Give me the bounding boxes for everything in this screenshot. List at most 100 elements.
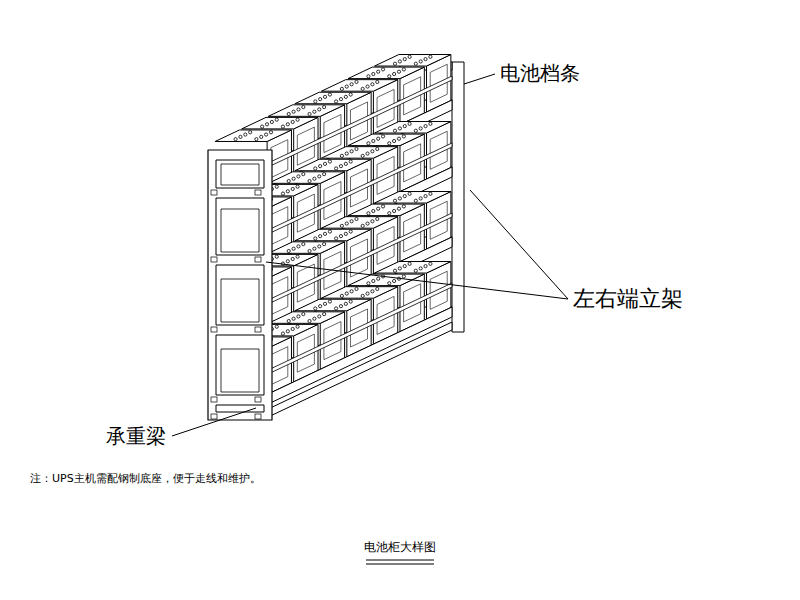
- battery-terminal: [345, 222, 348, 225]
- battery-terminal: [339, 165, 342, 168]
- battery-terminal: [393, 129, 396, 132]
- battery-terminal: [297, 175, 300, 178]
- battery-terminal: [308, 112, 311, 115]
- battery-terminal: [398, 60, 401, 63]
- battery-terminal: [414, 62, 417, 65]
- battery-terminal: [349, 160, 352, 163]
- battery-terminal: [388, 212, 391, 215]
- part-label: 左右端立架: [573, 286, 683, 312]
- battery-terminal: [377, 137, 380, 140]
- battery-terminal: [318, 108, 321, 111]
- battery-terminal: [402, 205, 405, 208]
- battery-terminal: [398, 127, 401, 130]
- battery-terminal: [381, 135, 384, 138]
- right-end-frame: [452, 62, 464, 332]
- left-end-frame: [208, 150, 272, 420]
- battery-terminal: [244, 133, 247, 136]
- battery-top: [295, 299, 371, 311]
- battery-terminal: [323, 95, 326, 98]
- battery-terminal: [340, 224, 343, 227]
- battery-terminal: [296, 255, 299, 258]
- battery-terminal: [319, 98, 322, 101]
- battery-rack: [208, 55, 464, 420]
- battery-terminal: [287, 112, 290, 115]
- battery-end: [221, 209, 259, 252]
- battery-terminal: [314, 167, 317, 170]
- battery-terminal: [424, 265, 427, 268]
- part-label: 承重梁: [106, 424, 166, 448]
- battery-top: [215, 130, 291, 142]
- battery-terminal: [286, 190, 289, 193]
- battery-terminal: [429, 262, 432, 265]
- frame-bolt: [211, 327, 217, 332]
- battery-terminal: [275, 255, 278, 258]
- battery-terminal: [414, 129, 417, 132]
- battery-terminal: [355, 147, 358, 150]
- battery-terminal: [249, 131, 252, 134]
- battery-terminal: [344, 95, 347, 98]
- battery-terminal: [275, 325, 278, 328]
- battery-terminal: [381, 205, 384, 208]
- battery-terminal: [292, 317, 295, 320]
- battery-terminal: [429, 122, 432, 125]
- leader-line: [464, 74, 495, 84]
- leader-line: [266, 262, 568, 299]
- part-label: 电池档条: [500, 61, 580, 85]
- battery-terminal: [318, 315, 321, 318]
- battery-terminal: [408, 55, 411, 58]
- battery-top: [321, 147, 397, 159]
- battery-terminal: [328, 93, 331, 96]
- battery-top: [268, 105, 344, 117]
- battery-terminal: [275, 185, 278, 188]
- battery-terminal: [371, 220, 374, 223]
- battery-terminal: [355, 80, 358, 83]
- battery-terminal: [361, 154, 364, 157]
- caption-underline: [366, 560, 434, 564]
- battery-top: [268, 242, 344, 254]
- battery-terminal: [393, 139, 396, 142]
- battery-terminal: [388, 142, 391, 145]
- battery-terminal: [328, 230, 331, 233]
- battery-terminal: [281, 125, 284, 128]
- battery-terminal: [377, 70, 380, 73]
- battery-terminal: [344, 162, 347, 165]
- note-text: 注：UPS主机需配钢制底座，便于走线和维护。: [30, 472, 261, 485]
- battery-terminal: [323, 162, 326, 165]
- frame-bolt: [211, 190, 217, 195]
- leader-line: [470, 190, 568, 299]
- battery-terminal: [393, 279, 396, 282]
- battery-top: [295, 92, 371, 104]
- battery-top: [321, 80, 397, 92]
- battery-terminal: [402, 135, 405, 138]
- battery-terminal: [323, 173, 326, 176]
- battery-terminal: [403, 58, 406, 61]
- battery-terminal: [424, 125, 427, 128]
- battery-top: [375, 262, 451, 274]
- battery-terminal: [414, 269, 417, 272]
- battery-terminal: [308, 179, 311, 182]
- battery-terminal: [292, 247, 295, 250]
- battery-terminal: [319, 305, 322, 308]
- frame-opening: [216, 198, 264, 255]
- battery-end: [221, 349, 259, 392]
- battery-terminal: [403, 195, 406, 198]
- battery-terminal: [340, 294, 343, 297]
- battery-terminal: [367, 282, 370, 285]
- frame-bolt: [255, 327, 261, 332]
- battery-terminal: [345, 85, 348, 88]
- battery-terminal: [393, 199, 396, 202]
- battery-terminal: [296, 118, 299, 121]
- battery-terminal: [372, 209, 375, 212]
- battery-terminal: [366, 222, 369, 225]
- battery-terminal: [429, 192, 432, 195]
- battery-terminal: [281, 332, 284, 335]
- battery-terminal: [328, 300, 331, 303]
- battery-terminal: [334, 237, 337, 240]
- battery-terminal: [377, 207, 380, 210]
- battery-top: [242, 117, 318, 129]
- battery-terminal: [345, 152, 348, 155]
- battery-terminal: [377, 277, 380, 280]
- battery-top: [375, 122, 451, 134]
- battery-terminal: [318, 175, 321, 178]
- battery-terminal: [287, 249, 290, 252]
